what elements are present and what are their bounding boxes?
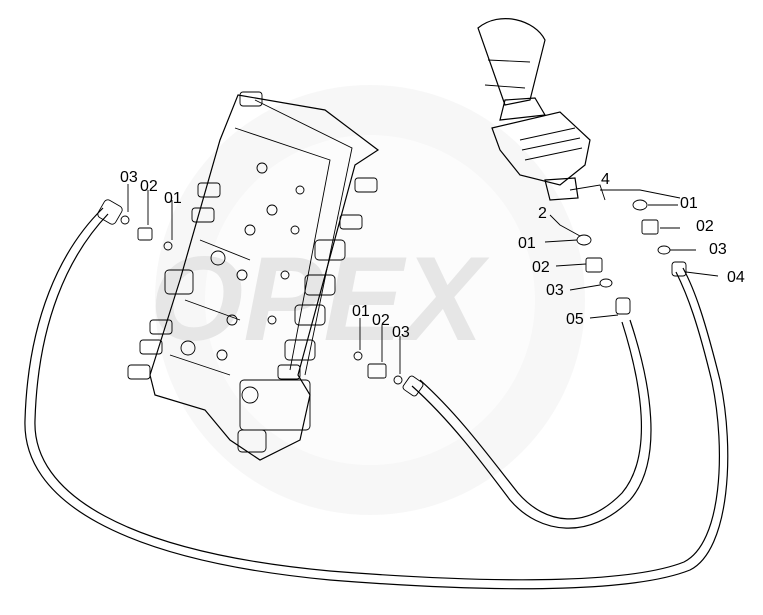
callout-left-02: 02 xyxy=(140,178,158,195)
hose-long xyxy=(24,207,729,590)
watermark-text: OPEX xyxy=(150,232,490,366)
middle-fitting-group xyxy=(353,318,424,397)
callout-right-02: 02 xyxy=(696,218,714,235)
watermark: OPEX xyxy=(150,85,585,515)
callout-right-01: 01 xyxy=(680,195,698,212)
left-fitting-group xyxy=(97,184,173,251)
callout-right-lower-01: 01 xyxy=(518,235,536,252)
callout-right-lower-05: 05 xyxy=(566,311,584,328)
callout-middle-02: 02 xyxy=(372,312,390,329)
joystick xyxy=(477,18,606,201)
callout-left-03: 03 xyxy=(120,169,138,186)
hose-short xyxy=(411,319,652,529)
callouts-middle: 01 02 03 xyxy=(352,303,410,341)
callout-right-03: 03 xyxy=(709,241,727,258)
right-lower-fitting-group xyxy=(544,214,631,319)
callout-left-01: 01 xyxy=(164,190,182,207)
callouts-right-upper: 4 01 02 03 04 xyxy=(601,171,745,286)
callout-right-lower-03: 03 xyxy=(546,282,564,299)
callout-right-04: 04 xyxy=(727,269,745,286)
callout-right-lower-02: 02 xyxy=(532,259,550,276)
callouts-left: 03 02 01 xyxy=(120,169,182,207)
callout-middle-01: 01 xyxy=(352,303,370,320)
callout-middle-03: 03 xyxy=(392,324,410,341)
right-upper-fitting-group xyxy=(600,189,719,277)
callout-right-4: 4 xyxy=(601,171,610,188)
callouts-right-lower: 2 01 02 03 05 xyxy=(518,205,584,328)
callout-right-2: 2 xyxy=(538,205,547,222)
control-valve-block xyxy=(127,91,380,461)
